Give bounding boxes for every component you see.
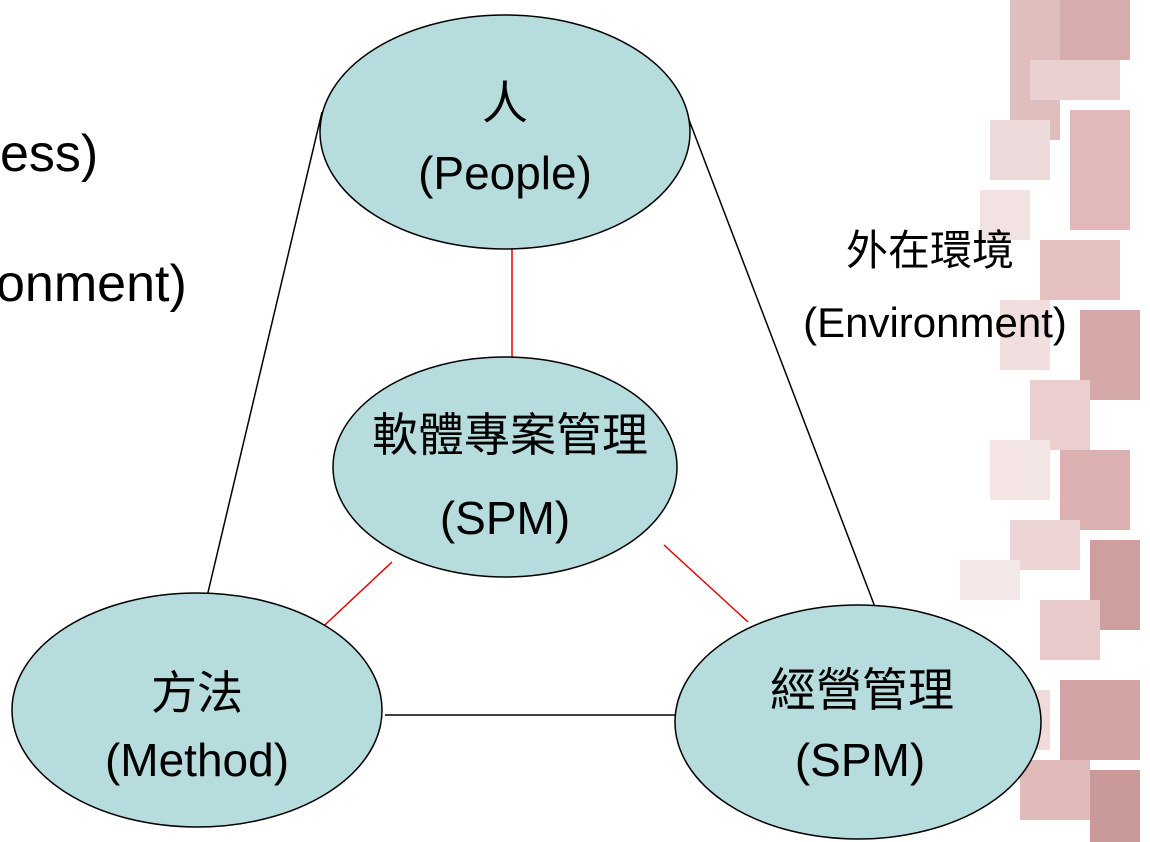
spm-center-label-zh: 軟體專案管理 (372, 409, 648, 461)
environment-label-en: (Environment) (803, 299, 1067, 346)
method-label-en: (Method) (104, 734, 290, 786)
method-label-zh: 方法 (151, 667, 243, 719)
node-management (674, 604, 1042, 840)
spm-center-label-en: (SPM) (439, 492, 571, 544)
node-people (319, 14, 691, 250)
inner-line-spm-management (663, 544, 749, 623)
outer-line-people-management (685, 111, 876, 608)
inner-line-spm-method (312, 561, 393, 637)
outer-line-people-method (204, 111, 323, 606)
calligraphy-watermark (960, 0, 1140, 842)
management-label-zh: 經營管理 (770, 664, 954, 716)
node-spm-center (332, 356, 678, 578)
people-label-en: (People) (418, 147, 592, 199)
management-label-en: (SPM) (794, 734, 926, 786)
bullet-environment-text: onment) (0, 255, 187, 313)
node-method (11, 592, 383, 828)
bullet-process-text: ess) (0, 125, 99, 183)
environment-label-zh: 外在環境 (845, 227, 1014, 274)
people-label-zh: 人 (482, 77, 528, 129)
